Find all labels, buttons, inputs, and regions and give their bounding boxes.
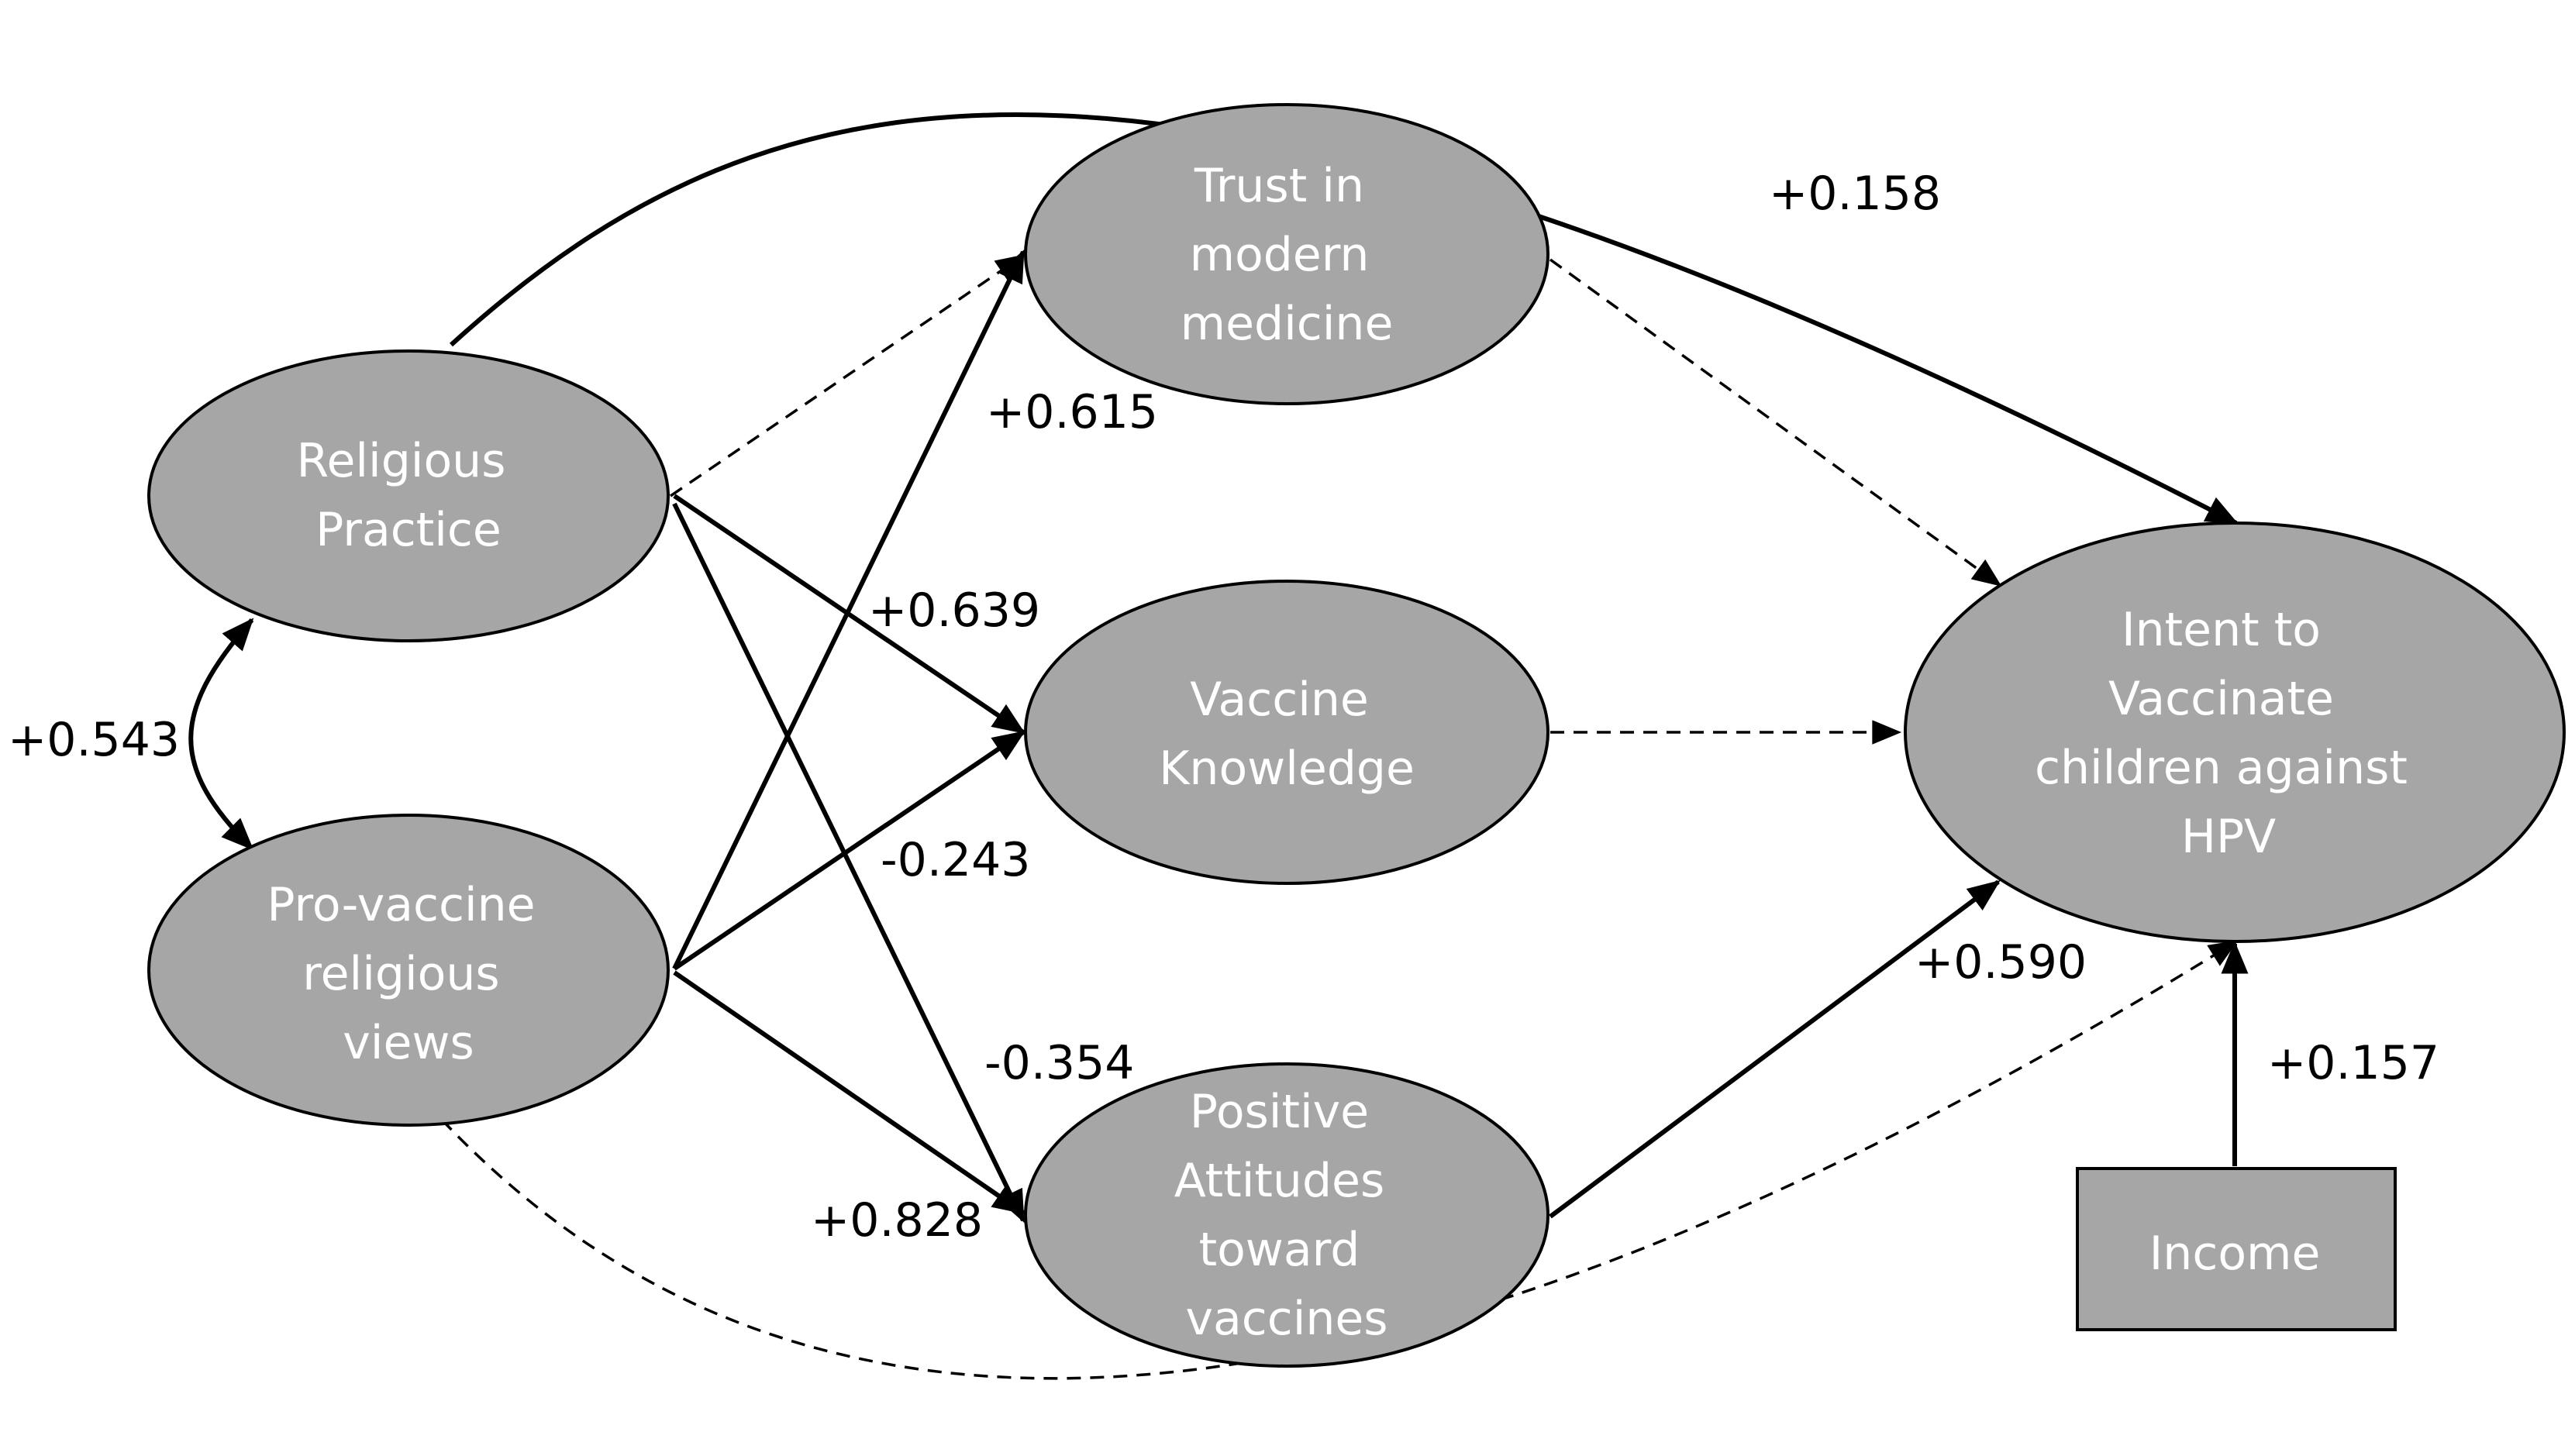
node-label-line: religious: [302, 947, 499, 1001]
edge-trust-intent: [1549, 258, 2002, 587]
node-label-line: views: [343, 1016, 474, 1070]
label-income-intent: +0.157: [2267, 1036, 2439, 1090]
label-attitudes-intent: +0.590: [1915, 935, 2087, 990]
edge-views-intent: [440, 940, 2239, 1380]
node-label-line: Positive: [1190, 1085, 1369, 1139]
node-label-line: medicine: [1181, 297, 1394, 351]
svg-text:Pro-vaccine religious: Pro-vaccine religious views: [267, 878, 550, 1070]
label-practice-views-corr: +0.543: [8, 713, 180, 767]
node-label-line: Religious: [296, 434, 505, 488]
node-vaccine-knowledge: Vaccine Knowledge: [1024, 580, 1549, 885]
svg-text:Vaccine Knowledge: Vaccine Knowledge: [1159, 673, 1415, 796]
label-views-trust: +0.615: [986, 385, 1158, 439]
node-label-line: Intent to: [2122, 603, 2321, 657]
svg-text:Income: Income: [2149, 1227, 2321, 1281]
node-religious-practice: Religious Practice: [147, 349, 670, 642]
edge-labels: +0.158 +0.615 +0.639 +0.543 -0.243 +0.59…: [8, 167, 2439, 1248]
edge-views-trust: [672, 249, 1026, 970]
svg-text:Positive Attitudes: Positive Attitudes toward vaccines: [1174, 1085, 1400, 1346]
edge-practice-views-corr: [188, 618, 254, 851]
label-practice-intent: +0.158: [1769, 167, 1941, 221]
svg-text:Religious Practice: Religious Practice: [296, 434, 520, 557]
node-label-line: Knowledge: [1159, 742, 1415, 796]
node-label-line: vaccines: [1185, 1292, 1387, 1346]
svg-text:Trust in modern me: Trust in modern medicine: [1181, 159, 1394, 351]
node-label-line: Vaccinate: [2108, 672, 2334, 726]
node-label-line: Vaccine: [1190, 673, 1369, 727]
label-practice-attitudes: -0.354: [984, 1036, 1134, 1090]
edge-practice-trust: [670, 254, 1026, 497]
node-label-line: HPV: [2181, 810, 2276, 864]
node-label-line: modern: [1190, 228, 1370, 282]
edge-views-attitudes: [673, 970, 1026, 1215]
node-income: Income: [2076, 1167, 2397, 1331]
edges: [188, 112, 2249, 1380]
node-label-line: Practice: [315, 503, 502, 557]
node-label-line: toward: [1199, 1223, 1360, 1277]
node-intent-vaccinate: Intent to Vaccinate children against HPV: [1904, 521, 2566, 943]
node-label-line: Pro-vaccine: [267, 878, 535, 932]
node-label-line: Attitudes: [1174, 1154, 1385, 1208]
label-views-attitudes: +0.828: [811, 1193, 983, 1248]
edge-practice-attitudes: [672, 502, 1026, 1224]
node-label-line: Trust in: [1194, 159, 1364, 213]
node-label-line: Income: [2149, 1227, 2321, 1281]
label-practice-knowledge: +0.639: [868, 583, 1040, 638]
edge-views-knowledge: [673, 730, 1026, 971]
node-positive-attitudes: Positive Attitudes toward vaccines: [1024, 1062, 1549, 1368]
label-views-knowledge: -0.243: [881, 833, 1030, 887]
node-label-line: children against: [2035, 741, 2408, 795]
edge-attitudes-intent: [1549, 879, 2001, 1219]
svg-text:Intent to Vaccinate: Intent to Vaccinate children against HPV: [2035, 603, 2422, 864]
edge-practice-intent: [449, 112, 2239, 525]
node-pro-vaccine-views: Pro-vaccine religious views: [147, 814, 670, 1127]
node-trust-medicine: Trust in modern medicine: [1024, 103, 1549, 405]
